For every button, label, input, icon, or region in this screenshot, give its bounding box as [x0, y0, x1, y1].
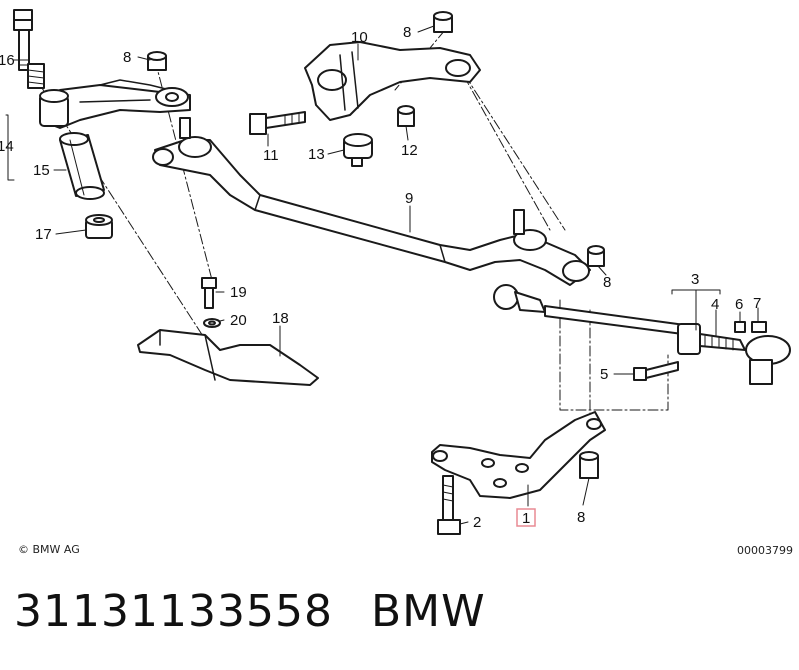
callout-6: 6: [735, 296, 743, 313]
callout-5: 5: [600, 366, 608, 383]
callout-17: 17: [35, 226, 52, 243]
part-number-caption: 31131133558 BMW: [14, 586, 486, 637]
callout-labels: 1 2 3 4 5 6 7 8 8 8 8 9 10 11 12 13 14 1…: [0, 24, 761, 531]
callout-3: 3: [691, 271, 699, 288]
callout-7: 7: [753, 295, 761, 312]
centre-rod-9: [152, 117, 591, 286]
callout-8-c: 8: [603, 274, 611, 291]
bolt-11: [249, 111, 306, 135]
nut-8-c: [433, 11, 453, 33]
nut-17: [85, 214, 113, 239]
nut-8-d: [579, 451, 599, 479]
clamp-13: [343, 133, 373, 167]
callout-8-d: 8: [577, 509, 585, 526]
nut-8-a: [147, 51, 167, 71]
callout-13: 13: [308, 146, 325, 163]
bushing-15: [59, 132, 105, 200]
idler-arm-14: [39, 79, 191, 129]
nut-12: [397, 105, 415, 127]
callout-12: 12: [401, 142, 418, 159]
callout-8-b: 8: [403, 24, 411, 41]
pitman-arm-10: [304, 41, 481, 121]
figure-number: 00003799: [737, 544, 793, 557]
callout-4: 4: [711, 296, 719, 313]
tie-rod-3: [493, 284, 791, 385]
bracket-18: [137, 329, 319, 386]
bolt-19: [201, 277, 217, 309]
brand-name: BMW: [370, 586, 486, 637]
callout-16: 16: [0, 52, 15, 69]
callout-8-a: 8: [123, 49, 131, 66]
idler-bracket-1: [431, 411, 606, 499]
bolt-2: [437, 475, 461, 535]
callout-1: 1: [522, 510, 530, 527]
callout-19: 19: [230, 284, 247, 301]
callout-15: 15: [33, 162, 50, 179]
callout-11: 11: [263, 147, 279, 164]
washer-20: [203, 318, 221, 328]
copyright-text: © BMW AG: [18, 543, 80, 556]
nut-8-b: [587, 245, 605, 267]
callout-9: 9: [405, 190, 413, 207]
callout-20: 20: [230, 312, 247, 329]
callout-14: 14: [0, 138, 14, 155]
bolt-16: [13, 9, 45, 89]
bolt-5: [633, 361, 679, 381]
callout-18: 18: [272, 310, 289, 327]
callout-10: 10: [351, 29, 368, 46]
part-number: 31131133558: [14, 586, 333, 637]
part-1-highlight: [516, 508, 536, 527]
callout-2: 2: [473, 514, 481, 531]
